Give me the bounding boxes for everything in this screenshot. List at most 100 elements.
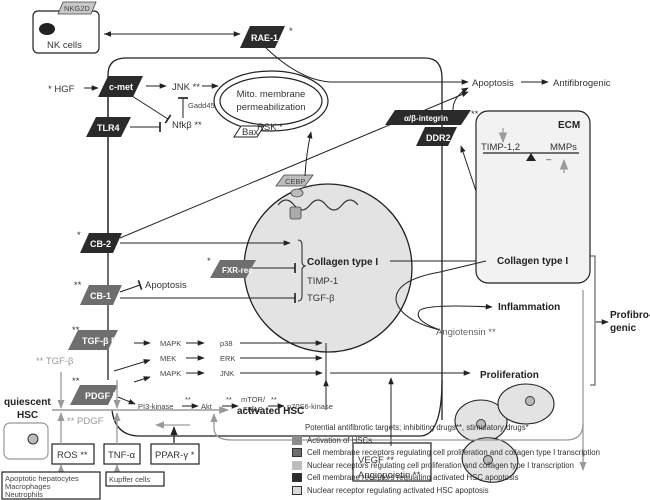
integrin-label: α/β-integrin — [404, 114, 448, 123]
antifibrogenic-label: Antifibrogenic — [553, 78, 611, 89]
minus-label: – — [546, 154, 552, 165]
feedback-loop-bottom — [213, 423, 584, 441]
integrin-receptor — [385, 110, 471, 125]
rae1-star: * — [289, 26, 293, 37]
ecm-label: ECM — [558, 120, 580, 131]
ppar-label: PPAR-γ * — [155, 450, 195, 461]
legend-item: Nuclear receptor regulating activated HS… — [292, 484, 650, 497]
cb1-receptor — [80, 285, 122, 305]
ppar-box — [150, 443, 200, 465]
cebp-receptor — [275, 174, 314, 187]
bax-label: Bax — [242, 127, 259, 138]
erk-label: ERK — [220, 354, 235, 363]
mapk1-label: MAPK — [160, 339, 181, 348]
quiescent-nucleus-icon — [27, 433, 39, 445]
ecm-box — [475, 110, 591, 284]
akt-mtor-stars: ** — [226, 395, 232, 404]
cb1-label: CB-1 — [90, 291, 111, 301]
legend-swatch — [292, 473, 302, 483]
legend-item: Nuclear receptors regulating cell prolif… — [292, 459, 650, 472]
mtor-p70-stars: ** — [271, 395, 277, 404]
integrin-to-apoptosis — [452, 87, 469, 113]
hgf-label: * HGF — [48, 84, 75, 95]
apoptotic-cells-box — [1, 471, 101, 500]
pdgfr-receptor — [70, 385, 118, 405]
quiescent-label-line2: HSC — [17, 410, 38, 421]
mtor-label-line2: FRAP — [243, 405, 263, 414]
fxr-star: * — [207, 256, 211, 267]
kupffer-cells-label: Kupffer cells — [109, 475, 150, 484]
timp1-label: TIMP-1 — [307, 276, 338, 287]
mek-label: MEK — [160, 354, 176, 363]
ddr2-label: DDR2 — [426, 133, 451, 143]
tgfbr-receptor — [68, 330, 118, 350]
nkg2d-label: NKG2D — [64, 4, 90, 13]
kupffer-cells-box — [105, 471, 165, 487]
pdgfr-to-mek — [113, 359, 151, 372]
legend-item: Cell membrane receptors regulating cell … — [292, 447, 650, 460]
inflammation-label: Inflammation — [498, 302, 560, 313]
bax-receptor — [233, 125, 265, 138]
angiotensin-to-collagen — [395, 260, 487, 331]
pdgfr-star: ** — [72, 376, 80, 387]
cb2-label: CB-2 — [90, 239, 111, 249]
pdgfr-label: PDGF R — [85, 391, 120, 401]
rae1-label: RAE-1 — [251, 33, 278, 43]
tnfa-box — [103, 443, 141, 465]
tgfb-ligand-label: ** TGF-β — [36, 356, 74, 367]
vegf-box — [352, 442, 432, 482]
macrophages-label: Macrophages — [5, 482, 51, 491]
tgfb-nucleus-label: TGF-β — [307, 293, 335, 304]
p38-label: p38 — [220, 339, 233, 348]
fxr-receptor — [210, 260, 256, 278]
profibrogenic-label-line1: Profibro- — [610, 310, 650, 321]
cell-nucleus-icon — [483, 455, 493, 465]
legend-swatch — [292, 485, 302, 495]
pi3k-label: PI3-kinase — [138, 402, 173, 411]
quiescent-hsc-cell — [3, 422, 49, 460]
legend-item: Cell membrane receptors regulating activ… — [292, 472, 650, 485]
integrin-star: ** — [471, 109, 479, 120]
cb2-star: * — [77, 230, 81, 241]
tgfbr-label: TGF-β R — [82, 336, 118, 346]
jnk2-label: JNK — [220, 369, 234, 378]
pdgf-ligand-label: ** PDGF — [67, 416, 104, 427]
nfkb-label: Nfkβ ** — [172, 120, 202, 131]
gene-bracket — [297, 239, 307, 302]
neutrophils-label: Neutrophils — [5, 490, 43, 499]
rsk-label: RSK * — [257, 122, 283, 133]
legend-swatch — [292, 435, 302, 445]
gadd45-label: Gadd45 — [188, 101, 215, 110]
dna-strand-icon — [277, 199, 359, 211]
cb2-receptor — [80, 233, 122, 253]
apoptosis-top-label: Apoptosis — [472, 78, 514, 89]
nkg2d-receptor — [57, 1, 97, 15]
cell-nucleus-icon — [525, 396, 535, 406]
cebp-binding-icon — [290, 188, 304, 198]
angiopoietin-label: Angiopoietin ** — [358, 470, 421, 481]
collagen-ecm-label: Collagen type I — [497, 256, 568, 267]
legend-label: Cell membrane receptors regulating cell … — [307, 448, 600, 458]
profibrogenic-label-line2: genic — [610, 323, 637, 334]
legend-item: Activation of HSCs — [292, 434, 650, 447]
ros-label: ROS ** — [57, 450, 88, 461]
jnk-label: JNK ** — [172, 82, 200, 93]
cmet-inhibits-nfkb — [131, 95, 172, 124]
cb1-star: ** — [74, 280, 82, 291]
cell-nucleus-icon — [476, 419, 486, 429]
proliferation-label: Proliferation — [480, 370, 539, 381]
activated-hsc-label: activated HSC — [237, 406, 304, 417]
tlr4-label: TLR4 — [97, 123, 120, 133]
hsc-membrane-top — [107, 57, 443, 420]
nk-nucleus-icon — [39, 23, 55, 35]
profibrogenic-bracket — [590, 255, 596, 386]
tnfa-label: TNF-α — [108, 450, 136, 461]
tgfbr-star: ** — [72, 325, 80, 336]
fxr-label: FXR-rec — [222, 266, 253, 275]
mapk2-label: MAPK — [160, 369, 181, 378]
angiotensin-label: Angiotensin ** — [436, 327, 496, 338]
tlr4-receptor — [86, 117, 131, 137]
angiotensin-to-inflammation — [417, 303, 493, 331]
